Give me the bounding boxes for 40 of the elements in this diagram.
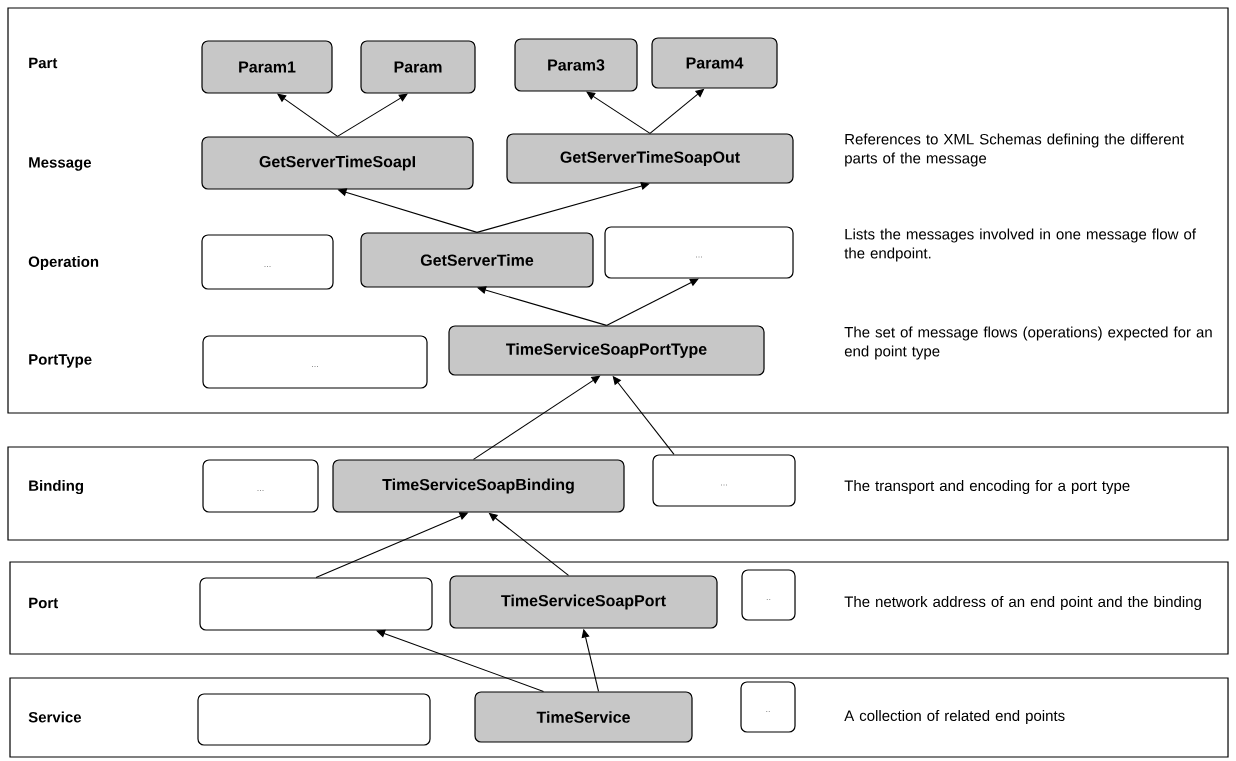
placeholder-box: .. [740,681,796,733]
empty-box [197,693,431,746]
arrow [277,93,339,137]
description: A collection of related end points [844,710,1065,724]
placeholder-box: ... [652,454,796,507]
placeholder-box: ... [604,226,794,279]
row-label: Port [29,597,58,609]
row-label: Operation [28,256,99,270]
element-box: Param3 [514,38,638,92]
arrow [336,93,408,137]
placeholder-box: ... [201,234,334,290]
element-box: TimeServiceSoapBinding [332,459,625,513]
placeholder-box: .. [741,569,796,621]
placeholder-box: ... [202,459,319,513]
description: References to XML Schemas defining the different parts of the message [845,133,1184,167]
row-label: PortType [29,354,92,368]
row-label: Part [29,57,58,69]
empty-box [199,577,433,631]
element-box: TimeServiceSoapPort [449,575,718,629]
element-box: Param4 [651,37,778,89]
element-box: GetServerTimeSoapI [201,136,474,190]
description: The set of message flows (operations) expected for an end point type [844,326,1212,360]
row-label: Service [28,711,82,723]
element-box: TimeServiceSoapPortType [448,325,765,376]
arrow [477,286,608,326]
description: Lists the messages involved in one message flow of the endpoint. [844,228,1196,262]
arrow [605,278,699,326]
element-box: TimeService [474,691,693,743]
arrow [586,91,651,134]
element-box: Param [360,40,476,94]
row-label: Message [29,157,92,171]
element-box: Param1 [201,40,333,94]
placeholder-box: ... [202,335,428,389]
arrow [476,182,650,233]
row-label: Binding [29,479,83,495]
arrow [376,629,545,692]
description: The network address of an end point and the binding [844,596,1201,610]
description: The transport and encoding for a port type [844,480,1130,494]
element-box: GetServerTime [360,232,594,288]
element-box: GetServerTimeSoapOut [506,133,794,184]
